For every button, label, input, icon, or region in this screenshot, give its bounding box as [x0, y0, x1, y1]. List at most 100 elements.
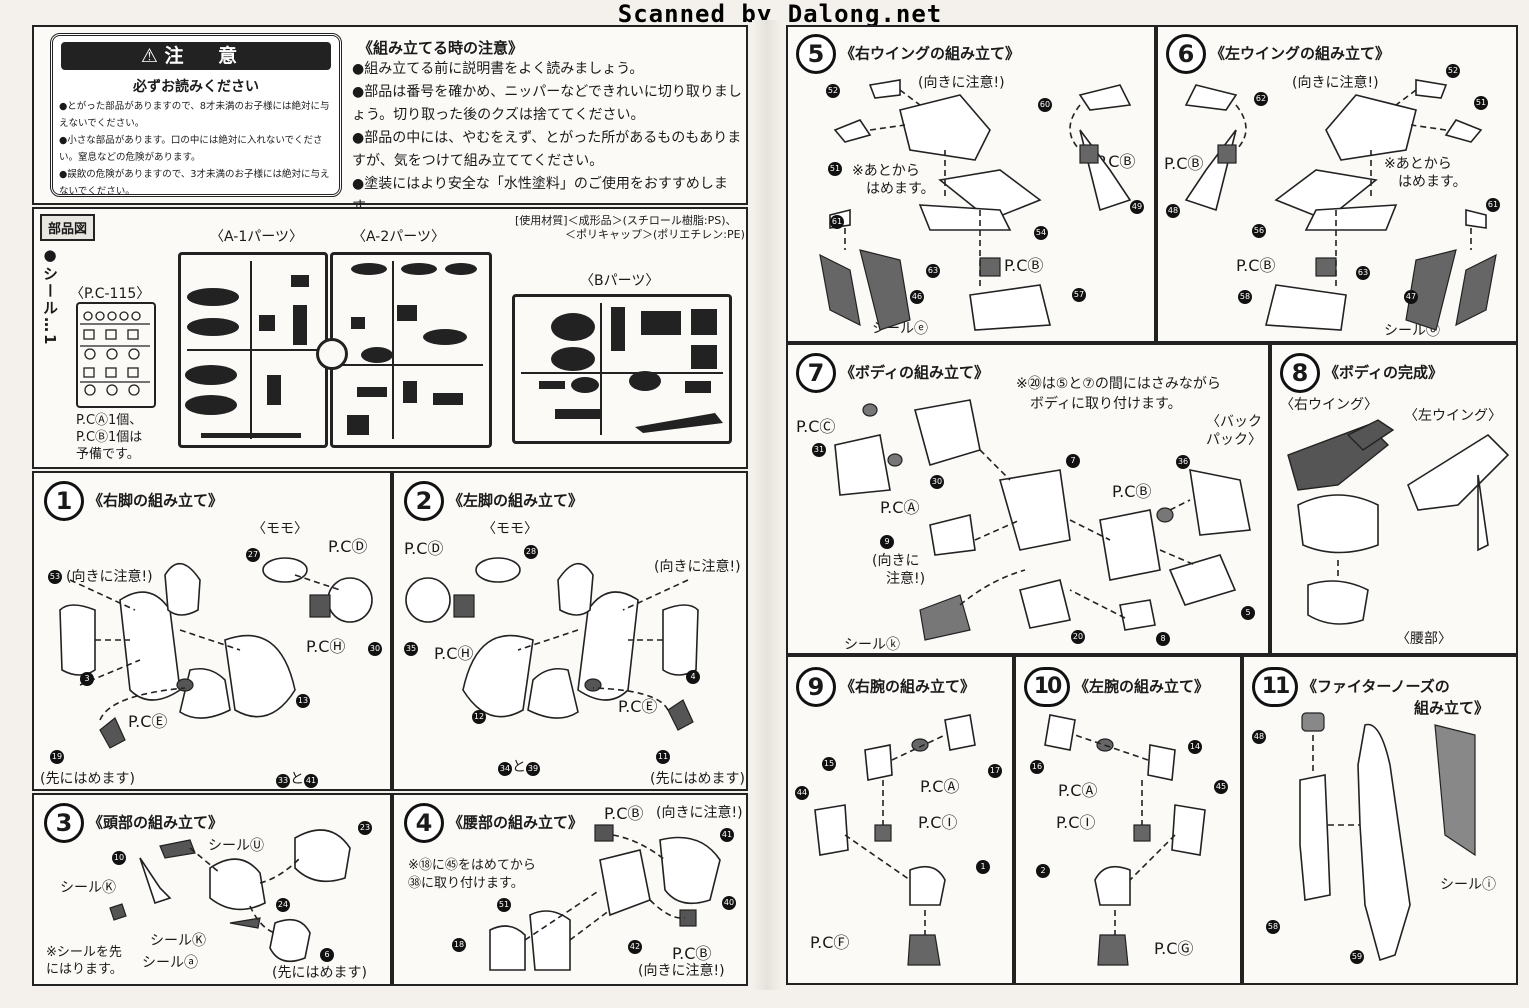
label-line: (向きに	[872, 553, 920, 569]
a1-runner	[178, 252, 328, 448]
part-number-badge: 47	[1404, 290, 1418, 304]
part-number-badge: 45	[1214, 780, 1228, 794]
part-number-badge: 41	[304, 774, 318, 788]
step11-title: 11《ファイターノーズの	[1252, 667, 1450, 707]
step7-pc-c: P.CⒸ	[796, 417, 836, 436]
step10-arm-diagram	[1044, 714, 1206, 966]
part-number-badge: 48	[1166, 204, 1180, 218]
part-number-badge: 63	[926, 264, 940, 278]
step6-wing-diagram	[1184, 79, 1497, 331]
note-line: ㊳に取り付けます。	[408, 876, 524, 891]
polycap-grid-icon	[80, 311, 150, 396]
sticker-count-label: ●シール…1	[41, 246, 59, 347]
part-number-badge: 46	[910, 290, 924, 304]
step6-number: 6	[1166, 34, 1206, 74]
step3-note: ※シールを先にはります。	[46, 944, 123, 978]
note-line: ※あとから	[1384, 156, 1452, 172]
note-item: ●組み立てる前に説明書をよく読みましょう。	[352, 61, 644, 77]
part-number-badge: 15	[822, 757, 836, 771]
step2-pc-e: P.CⒺ	[618, 697, 658, 716]
notes-title: 《組み立てる時の注意》	[358, 39, 524, 57]
part-number-badge: 34	[498, 762, 512, 776]
step11-number: 11	[1252, 667, 1298, 707]
note-line: ※あとから	[852, 163, 920, 179]
part-number-badge: 58	[1238, 290, 1252, 304]
step10-title-text: 《左腕の組み立て》	[1074, 677, 1210, 696]
step5-pc-b2: P.CⒷ	[1004, 256, 1044, 275]
part-number-badge: 62	[1254, 92, 1268, 106]
step8-number: 8	[1280, 353, 1320, 393]
part-number-badge: 61	[830, 215, 844, 229]
step9-title-text: 《右腕の組み立て》	[840, 677, 976, 696]
step6-pc-b2: P.CⒷ	[1236, 256, 1276, 275]
part-number-badge: 3	[80, 672, 94, 686]
step7-caution-left: (向きに注意!)	[872, 552, 925, 588]
step1-caution: (向きに注意!)	[66, 569, 153, 585]
step2-number: 2	[404, 481, 444, 521]
part-number-badge: 9	[880, 535, 894, 549]
note-line: にはります。	[46, 962, 123, 977]
part-number-badge: 33	[276, 774, 290, 788]
part-number-badge: 2	[1036, 864, 1050, 878]
part-number-badge: 49	[1130, 200, 1144, 214]
parts-diagram-tag: 部品図	[40, 214, 96, 241]
step6-pc-b1: P.CⒷ	[1164, 154, 1204, 173]
step3-seal-u: シールⓊ	[208, 838, 264, 854]
part-number-badge: 31	[812, 443, 826, 457]
step4-pc-b-bottom: P.CⒷ	[672, 944, 712, 963]
note-line: ※⑱に㊺をはめてから	[408, 858, 536, 873]
part-number-badge: 51	[497, 898, 511, 912]
step1-number: 1	[44, 481, 84, 521]
part-number-badge: 39	[526, 762, 540, 776]
a2-runner-label: 〈A-2パーツ〉	[352, 229, 445, 245]
step7-body-diagram	[834, 399, 1251, 641]
part-number-badge: 35	[404, 642, 418, 656]
step4-caution-top: (向きに注意!)	[656, 805, 743, 821]
step4-pc-b-top: P.CⒷ	[604, 804, 644, 823]
spare-note-line: P.CⒷ1個は	[76, 430, 143, 445]
caution-box: ⚠ 注 意 必ずお読みください ●とがった部品がありますので、8才未満のお子様に…	[50, 33, 342, 197]
step6-title: 6《左ウイングの組み立て》	[1166, 34, 1390, 74]
caution-item: ●とがった部品がありますので、8才未満のお子様には絶対に与えないでください。	[59, 101, 330, 129]
step8-complete-body-diagram	[1287, 419, 1510, 625]
b-runner-label: 〈Bパーツ〉	[580, 273, 660, 289]
step9-arm-diagram	[814, 714, 976, 966]
note-line: ※シールを先	[46, 945, 122, 960]
caution-item: ●小さな部品があります。口の中には絶対に入れないでください。窒息などの危険があり…	[59, 135, 323, 163]
step5-number: 5	[796, 34, 836, 74]
part-number-badge: 51	[828, 162, 842, 176]
step5-title: 5《右ウイングの組み立て》	[796, 34, 1020, 74]
caution-list: ●とがった部品がありますので、8才未満のお子様には絶対に与えないでください。 ●…	[59, 98, 333, 200]
note-line: はめます。	[1398, 174, 1467, 190]
step3-fit-first: (先にはめます)	[272, 965, 367, 981]
step2-pc-h: P.CⒽ	[434, 644, 474, 663]
step11-title-line2: 組み立て》	[1414, 699, 1490, 717]
note-line: ※⑳は⑤と⑦の間にはさみながら	[1016, 376, 1221, 392]
step7-number: 7	[796, 353, 836, 393]
part-number-badge: 44	[795, 786, 809, 800]
step3-number: 3	[44, 803, 84, 843]
step11-nose-diagram	[1299, 712, 1476, 962]
step7-note: ※⑳は⑤と⑦の間にはさみながらボディに取り付けます。	[1016, 374, 1221, 414]
part-number-badge: 19	[50, 750, 64, 764]
step8-left-wing: 〈左ウイング〉	[1404, 408, 1502, 424]
step3-head-diagram	[109, 829, 351, 963]
part-number-badge: 10	[112, 851, 126, 865]
part-number-badge: 14	[1188, 740, 1202, 754]
part-number-badge: 13	[296, 694, 310, 708]
part-number-badge: 24	[276, 898, 290, 912]
step7-pc-b: P.CⒷ	[1112, 482, 1152, 501]
step2-leg-diagram	[405, 557, 699, 731]
step4-title: 4《腰部の組み立て》	[404, 803, 583, 843]
step7-title-text: 《ボディの組み立て》	[840, 363, 989, 382]
part-number-badge: 42	[628, 940, 642, 954]
step10-pc-a: P.CⒶ	[1058, 781, 1098, 800]
part-number-badge: 1	[976, 860, 990, 874]
note-line: ボディに取り付けます。	[1030, 396, 1182, 412]
step2-fit-first: (先にはめます)	[650, 771, 745, 787]
and-text: と	[512, 759, 526, 775]
step2-pc-d: P.CⒹ	[404, 539, 444, 558]
step3-title: 3《頭部の組み立て》	[44, 803, 223, 843]
part-number-badge: 5	[1241, 606, 1255, 620]
